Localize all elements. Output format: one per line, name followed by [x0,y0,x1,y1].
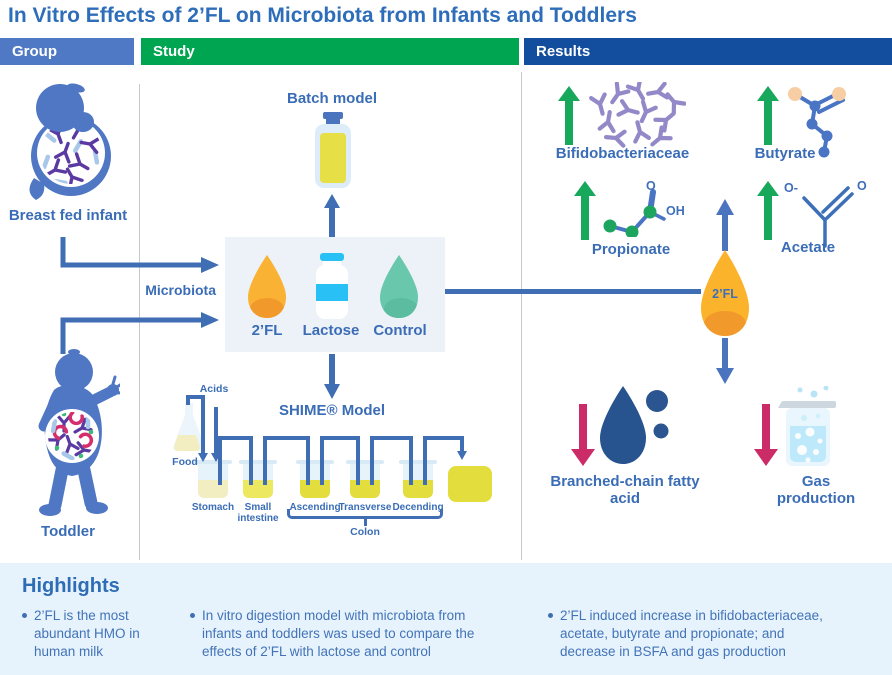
small-intestine-beaker [239,460,277,498]
bsfa-label: Branched-chain fatty acid [550,473,700,507]
decending-beaker [399,460,437,498]
group-column-header: Group [0,38,134,65]
lactose-bottle-icon [316,253,348,319]
bullet-dot [190,613,195,618]
acetate-o-atom-label: O [857,179,867,193]
infant-label: Breast fed infant [8,207,128,224]
vessel-decending-label: Decending [392,502,444,513]
2fl-results-droplet-icon [701,250,749,336]
ascending-beaker [296,460,334,498]
group-header-label: Group [12,43,57,60]
highlights-title: Highlights [22,575,120,597]
shime-apparatus [173,395,492,502]
propionate-oh-atom-label: OH [666,204,685,218]
shime-model-label: SHIME® Model [278,402,386,419]
results-column-header: Results [524,38,892,65]
decrease-arrow-bsfa [571,404,595,466]
highlights-panel: Highlights 2’FL is the most abundant HMO… [0,563,892,675]
study-column-header: Study [141,38,519,65]
vessel-stomach-label: Stomach [191,502,235,513]
propionate-o-atom-label: O [646,179,656,193]
droplet-down-arrow [716,338,734,384]
transverse-beaker [346,460,384,498]
study-header-label: Study [153,43,195,60]
study-to-results-connector [445,289,701,294]
food-label: Food [172,456,198,468]
treatment-control-label: Control [373,322,427,339]
toddler-to-study-arrow [60,312,219,354]
highlight-bullet-3: 2’FL induced increase in bifidobacteriac… [548,607,848,662]
colon-label: Colon [350,526,380,538]
colon-bracket [287,509,443,519]
decrease-arrow-gas [754,404,778,466]
treatment-2fl-label: 2’FL [251,322,283,339]
bsfa-droplet-icon [600,386,669,464]
batch-model-bottle-icon [315,112,351,188]
treatment-lactose-label: Lactose [302,322,360,339]
2fl-droplet-label: 2’FL [712,287,738,301]
page-title: In Vitro Effects of 2’FL on Microbiota f… [8,4,637,27]
propionate-label: Propionate [591,241,671,258]
droplet-up-arrow [716,199,734,251]
increase-arrow-butyrate [757,86,779,145]
control-droplet-icon [380,255,418,318]
microbiota-label: Microbiota [145,282,216,298]
infant-to-study-arrow [60,237,219,273]
increase-arrow-propionate [574,181,596,240]
treatments-box: 2’FL Lactose Control [225,237,445,352]
butyrate-label: Butyrate [754,145,816,162]
highlight-bullet-1: 2’FL is the most abundant HMO in human m… [22,607,152,662]
collection-vessel [448,466,492,502]
bifidobacteriaceae-label: Bifidobacteriaceae [555,145,690,162]
vessel-small-intestine-label: Small intestine [237,502,279,525]
toddler-icon [38,349,120,516]
butyrate-molecule-icon [788,87,846,158]
bullet-dot [548,613,553,618]
breastfed-infant-icon [29,83,111,200]
toddler-label: Toddler [41,523,95,540]
acids-label: Acids [199,383,229,395]
acetate-o-minus-atom-label: O- [784,181,798,195]
highlight-bullet-2: In vitro digestion model with microbiota… [190,607,490,662]
box-to-batch-arrow [324,194,340,240]
colon-bracket-tick [364,519,367,526]
bifidobacteria-cluster-icon [589,82,686,148]
divider-study-results [521,72,522,560]
batch-model-label: Batch model [286,90,377,107]
acetate-molecule-icon [802,186,854,248]
bullet-dot [22,613,27,618]
vessel-ascending-label: Ascending [289,502,341,513]
acetate-label: Acetate [780,239,836,256]
gas-beaker-icon [778,386,836,466]
2fl-droplet-icon [248,255,286,318]
vessel-transverse-label: Transverse [338,502,392,513]
propionate-molecule-icon [603,189,666,237]
gas-production-label: Gas production [776,473,856,507]
box-to-shime-arrow [324,354,340,399]
results-header-label: Results [536,43,591,60]
increase-arrow-bifidobacteriaceae [558,86,580,145]
increase-arrow-acetate [757,181,779,240]
